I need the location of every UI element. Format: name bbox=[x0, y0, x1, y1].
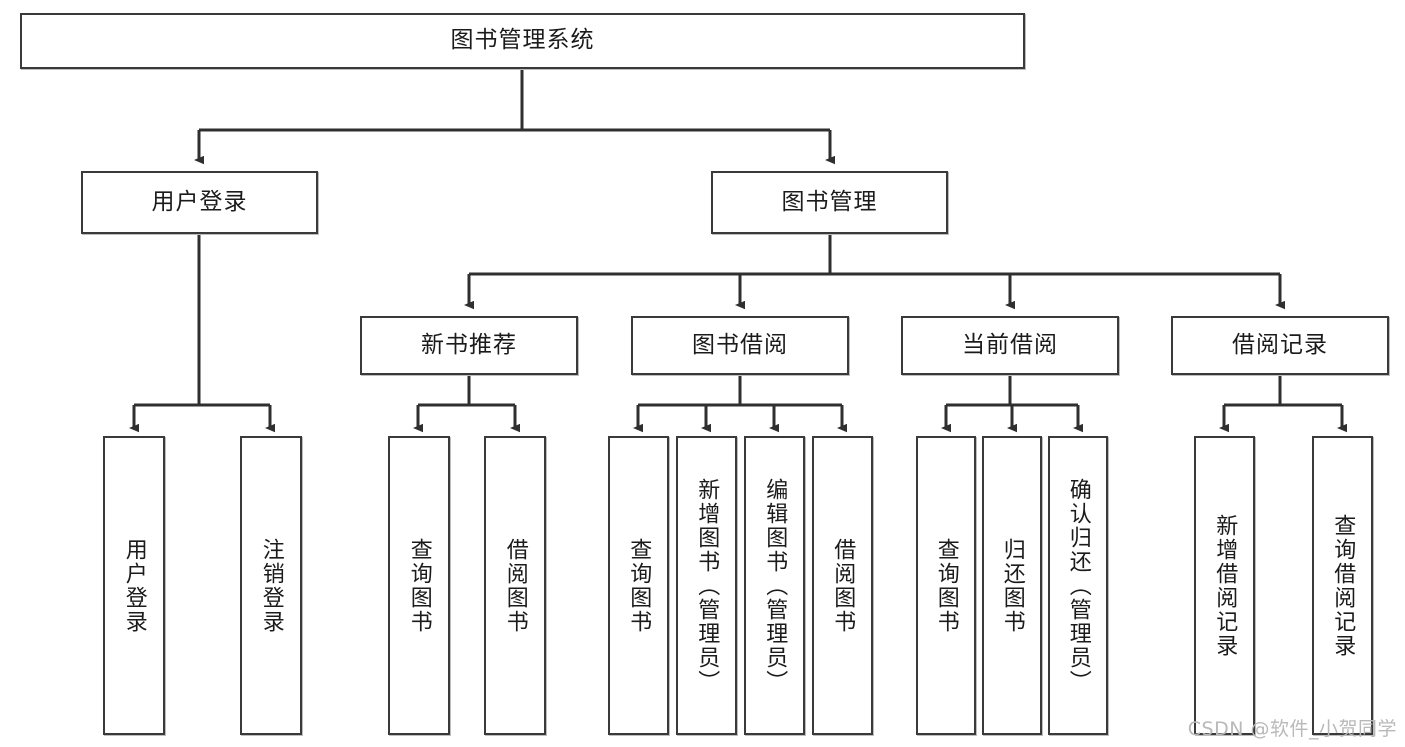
leaf-user-logout[interactable]: 注销登录 bbox=[240, 436, 302, 735]
leaf-label: 查询图书 bbox=[406, 537, 432, 634]
node-user-login[interactable]: 用户登录 bbox=[81, 171, 318, 234]
leaf-label: 查询借阅记录 bbox=[1330, 513, 1356, 658]
node-current-borrow[interactable]: 当前借阅 bbox=[901, 316, 1119, 375]
node-book-manage[interactable]: 图书管理 bbox=[711, 171, 948, 234]
leaf-label: 确认归还（管理员） bbox=[1065, 477, 1091, 694]
leaf-label: 用户登录 bbox=[121, 537, 147, 634]
node-book-borrow[interactable]: 图书借阅 bbox=[631, 316, 849, 375]
node-root-system[interactable]: 图书管理系统 bbox=[20, 13, 1025, 69]
node-borrow-record[interactable]: 借阅记录 bbox=[1171, 316, 1389, 375]
leaf-label: 编辑图书（管理员） bbox=[762, 477, 788, 694]
leaf-return-book[interactable]: 归还图书 bbox=[982, 436, 1042, 735]
leaf-add-book[interactable]: 新增图书（管理员） bbox=[676, 436, 737, 735]
leaf-confirm-return[interactable]: 确认归还（管理员） bbox=[1048, 436, 1108, 735]
leaf-label: 新增图书（管理员） bbox=[694, 477, 720, 694]
leaf-query-book-borrow[interactable]: 查询图书 bbox=[608, 436, 669, 735]
leaf-query-book-recommend[interactable]: 查询图书 bbox=[388, 436, 450, 735]
leaf-edit-book[interactable]: 编辑图书（管理员） bbox=[744, 436, 805, 735]
leaf-user-login[interactable]: 用户登录 bbox=[103, 436, 165, 735]
leaf-label: 查询图书 bbox=[626, 537, 652, 634]
node-new-book-recommend[interactable]: 新书推荐 bbox=[360, 316, 578, 375]
watermark-text: CSDN @软件_小贺同学 bbox=[1187, 718, 1397, 740]
leaf-label: 查询图书 bbox=[933, 537, 959, 634]
leaf-borrow-book-recommend[interactable]: 借阅图书 bbox=[484, 436, 546, 735]
leaf-query-book-current[interactable]: 查询图书 bbox=[916, 436, 976, 735]
leaf-label: 注销登录 bbox=[258, 537, 284, 634]
leaf-borrow-book[interactable]: 借阅图书 bbox=[812, 436, 873, 735]
leaf-query-borrow-record[interactable]: 查询借阅记录 bbox=[1312, 436, 1373, 735]
leaf-add-borrow-record[interactable]: 新增借阅记录 bbox=[1194, 436, 1255, 735]
leaf-label: 新增借阅记录 bbox=[1212, 513, 1238, 658]
leaf-label: 借阅图书 bbox=[830, 537, 856, 634]
leaf-label: 借阅图书 bbox=[502, 537, 528, 634]
leaf-label: 归还图书 bbox=[999, 537, 1025, 634]
